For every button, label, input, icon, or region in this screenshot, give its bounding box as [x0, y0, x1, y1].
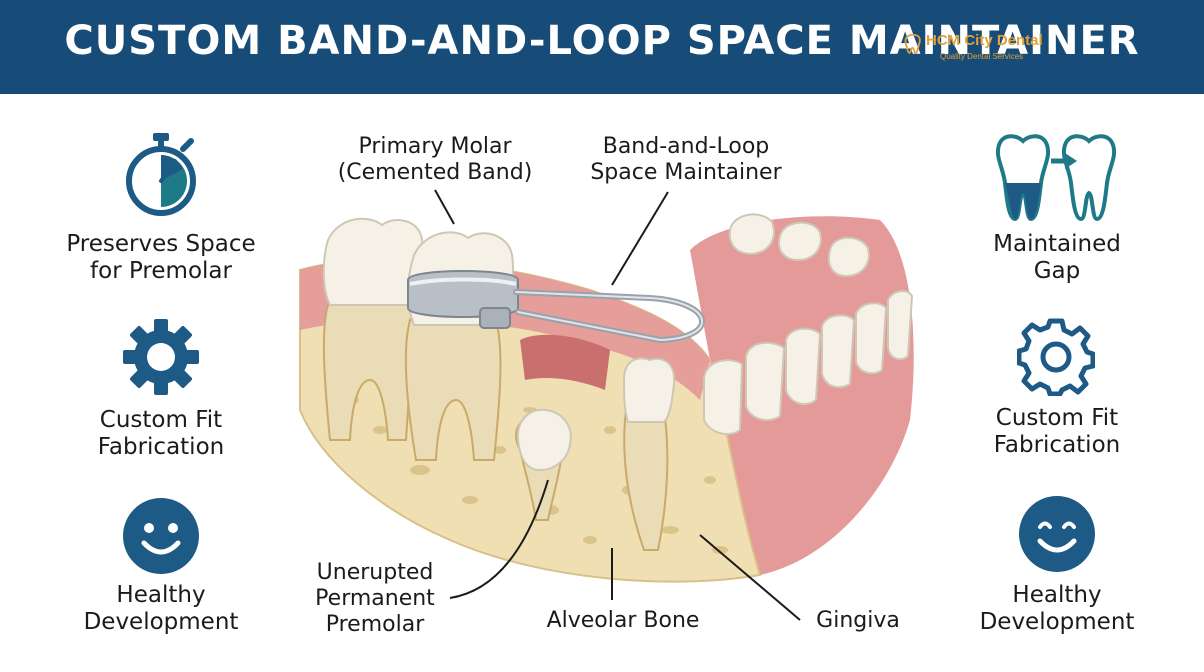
smiley-icon — [1019, 496, 1095, 572]
callout-unerupted-premolar: Unerupted Permanent Premolar — [300, 560, 450, 638]
callout-line: Space Maintainer — [590, 160, 782, 185]
feature-maintained-gap: Maintained Gap — [937, 231, 1177, 285]
callout-line: Primary Molar — [358, 134, 512, 159]
watermark-tagline: Quality Dental Services — [940, 52, 1024, 61]
leader-unerupted — [449, 479, 549, 599]
feature-line: Custom Fit — [99, 407, 223, 433]
callout-band-loop: Band-and-Loop Space Maintainer — [580, 134, 792, 186]
leader-primary-molar — [434, 189, 455, 225]
smiley-icon — [123, 498, 199, 574]
gap-socket — [520, 334, 610, 390]
leader-band-loop — [611, 191, 669, 286]
watermark-name: HCM City Dental — [926, 32, 1043, 49]
tooth-logo-icon — [904, 34, 921, 54]
feature-line: Maintained — [993, 231, 1121, 257]
feature-line: Preserves Space — [66, 231, 256, 257]
molar-tooth-left — [322, 217, 425, 441]
header-bar: CUSTOM BAND-AND-LOOP SPACE MAINTAINER HC… — [0, 0, 1204, 94]
feature-custom-fit-right: Custom Fit Fabrication — [937, 405, 1177, 459]
callout-alveolar-bone: Alveolar Bone — [546, 608, 700, 633]
feature-line: Development — [979, 609, 1135, 635]
feature-line: Healthy — [116, 582, 206, 608]
gear-icon — [123, 319, 199, 395]
callout-line: Premolar — [325, 612, 425, 637]
feature-line: Gap — [1033, 258, 1081, 284]
dental-cross-section-illustration — [299, 213, 914, 583]
callout-line: Band-and-Loop — [602, 134, 770, 159]
feature-healthy-right: Healthy Development — [937, 582, 1177, 636]
feature-line: Healthy — [1012, 582, 1102, 608]
callout-line: Permanent — [315, 586, 435, 611]
tooth-arrow-icon — [995, 134, 1117, 222]
feature-custom-fit-left: Custom Fit Fabrication — [41, 407, 281, 461]
watermark-logo: HCM City Dental Quality Dental Services — [900, 32, 1090, 72]
feature-line: Fabrication — [993, 432, 1121, 458]
feature-line: Fabrication — [97, 434, 225, 460]
callout-line: (Cemented Band) — [337, 160, 533, 185]
gear-outline-icon — [1017, 318, 1095, 396]
callout-primary-molar: Primary Molar (Cemented Band) — [332, 134, 538, 186]
canine-tooth — [622, 357, 676, 551]
front-teeth-row — [703, 290, 914, 436]
feature-healthy-left: Healthy Development — [41, 582, 281, 636]
feature-line: Custom Fit — [995, 405, 1119, 431]
feature-line: for Premolar — [90, 258, 232, 284]
callout-gingiva: Gingiva — [816, 608, 900, 633]
back-teeth-row — [728, 213, 870, 278]
unerupted-premolar-tooth — [515, 408, 572, 521]
page-title: CUSTOM BAND-AND-LOOP SPACE MAINTAINER — [64, 18, 1140, 64]
band-and-loop-appliance — [407, 270, 705, 344]
feature-preserves-space: Preserves Space for Premolar — [41, 231, 281, 285]
callout-line: Unerupted — [316, 560, 434, 585]
feature-line: Development — [83, 609, 239, 635]
stopwatch-icon — [126, 133, 196, 216]
leader-gingiva — [699, 534, 801, 621]
